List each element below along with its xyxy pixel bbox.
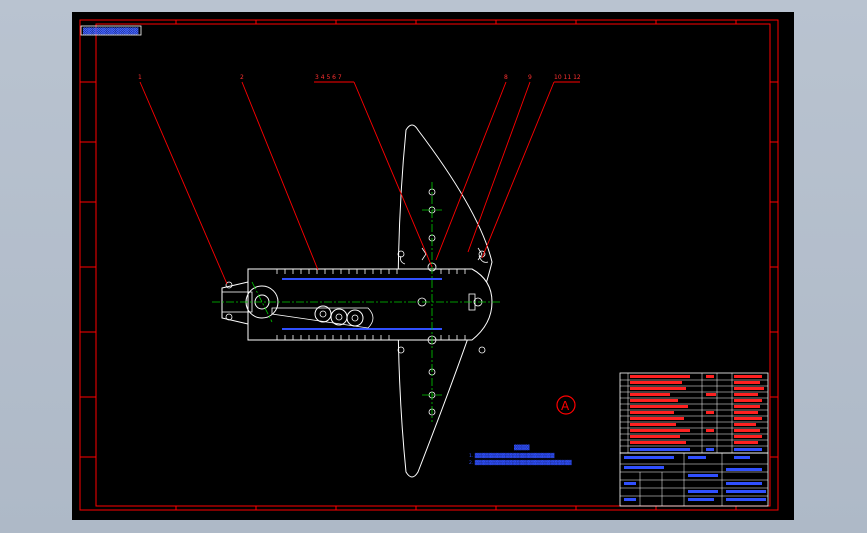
balloon-10-12: 10 11 12: [554, 74, 581, 81]
bracket-top-right: [477, 247, 483, 261]
inner-border: [95, 23, 771, 507]
cad-drawing-canvas: ▓▓▓▓▓▓▓▓▓▓▓▓: [79, 19, 779, 511]
balloon-3-7: 3 4 5 6 7: [315, 74, 342, 81]
view-callout-label: A: [561, 399, 570, 413]
top-teeth: [276, 269, 466, 274]
title-tag-box: [80, 25, 142, 36]
link-hole-3: [346, 309, 364, 327]
title-tag: ▓▓▓▓▓▓▓▓▓▓▓▓: [83, 27, 139, 35]
zone-ticks: [80, 20, 778, 510]
leader-lines: [139, 81, 580, 285]
drawing-sheet: ▓▓▓▓▓▓▓▓▓▓▓▓: [72, 12, 794, 520]
bottom-teeth: [276, 335, 466, 340]
parts-list: [619, 372, 769, 454]
linkage-arm: [271, 307, 374, 329]
balloon-1: 1: [138, 74, 142, 81]
link-hole-1: [314, 305, 332, 323]
notes-line-2: 2. ▓▓▓▓▓▓▓▓▓▓▓▓▓▓▓▓▓▓▓▓▓▓▓▓▓▓▓▓: [469, 460, 572, 466]
body-marks: [282, 278, 442, 330]
balloon-9: 9: [528, 74, 532, 81]
clevis-bolt-lower: [225, 313, 233, 321]
balloon-8: 8: [504, 74, 508, 81]
view-callout-circle: [556, 395, 576, 415]
balloon-2: 2: [240, 74, 244, 81]
centerlines: [212, 182, 502, 422]
outer-frame: [79, 19, 779, 511]
bracket-top-left: [421, 247, 427, 261]
title-block: [619, 452, 769, 507]
clevis-bolt: [225, 281, 233, 289]
notes-heading: ▓▓▓▓: [514, 444, 530, 451]
notes-line-1: 1. ▓▓▓▓▓▓▓▓▓▓▓▓▓▓▓▓▓▓▓▓▓▓▓: [469, 453, 555, 459]
